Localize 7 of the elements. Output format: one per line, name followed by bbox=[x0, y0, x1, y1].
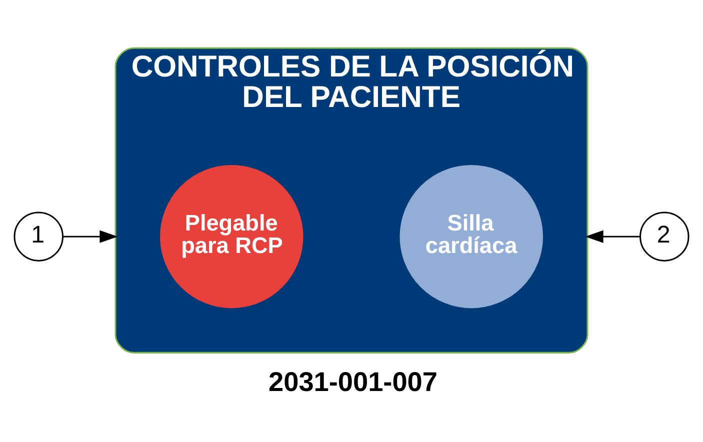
arrow bbox=[63, 230, 118, 242]
arrow bbox=[585, 230, 640, 242]
node-circle: Silla cardíaca bbox=[400, 164, 543, 308]
caption: 2031-001-007 bbox=[268, 365, 438, 396]
node-circle: 2 bbox=[640, 211, 690, 261]
node-circle: Plegable para RCP bbox=[160, 164, 304, 308]
node-circle: 1 bbox=[14, 211, 64, 261]
